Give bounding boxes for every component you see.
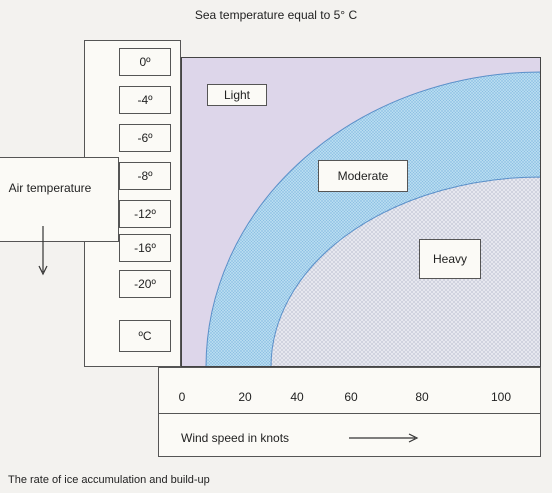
x-tick-0: 0 xyxy=(178,390,186,404)
moderate-label: Moderate xyxy=(318,160,408,192)
heavy-zone xyxy=(270,176,541,367)
light-label: Light xyxy=(207,84,267,106)
air-temperature-label: Air temperature xyxy=(8,181,92,195)
unit-box: ºC xyxy=(119,320,171,352)
arrow-down-icon xyxy=(38,226,48,276)
ice-accumulation-plot xyxy=(181,57,541,367)
diagram-title: Sea temperature equal to 5° C xyxy=(194,8,358,22)
temp-box-1: -4º xyxy=(119,86,171,114)
temp-box-4: -12º xyxy=(119,200,171,228)
temp-box-5: -16º xyxy=(119,234,171,262)
x-tick-40: 40 xyxy=(290,390,304,404)
x-tick-20: 20 xyxy=(238,390,252,404)
figure-caption: The rate of ice accumulation and build-u… xyxy=(8,474,210,486)
temp-box-6: -20º xyxy=(119,270,171,298)
temp-box-2: -6º xyxy=(119,124,171,152)
axis-divider xyxy=(158,413,541,414)
wind-speed-label: Wind speed in knots xyxy=(181,431,290,445)
heavy-label: Heavy xyxy=(419,239,481,279)
temp-box-0: 0º xyxy=(119,48,171,76)
arrow-right-icon xyxy=(349,433,419,443)
x-tick-100: 100 xyxy=(490,390,512,404)
air-temperature-box xyxy=(0,157,119,242)
x-tick-80: 80 xyxy=(415,390,429,404)
x-tick-60: 60 xyxy=(344,390,358,404)
temp-box-3: -8º xyxy=(119,162,171,190)
wind-speed-axis xyxy=(158,367,541,457)
